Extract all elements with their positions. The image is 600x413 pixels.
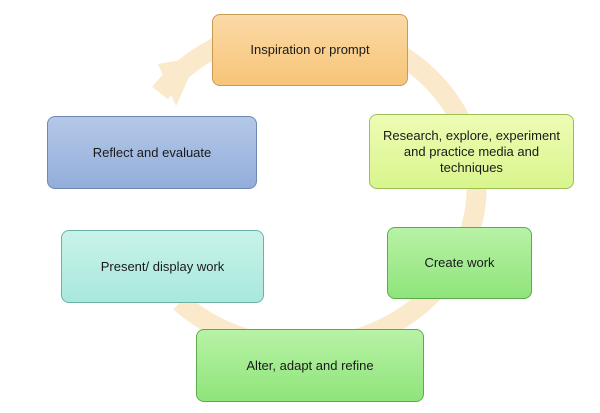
node-create: Create work — [387, 227, 532, 299]
node-research-label: Research, explore, experiment and practi… — [382, 127, 561, 175]
node-present-label: Present/ display work — [100, 258, 225, 274]
node-inspiration: Inspiration or prompt — [212, 14, 408, 86]
node-reflect-label: Reflect and evaluate — [92, 144, 212, 160]
node-alter: Alter, adapt and refine — [196, 329, 424, 402]
node-present: Present/ display work — [61, 230, 264, 303]
cycle-arrow-head-icon — [158, 57, 198, 106]
node-research: Research, explore, experiment and practi… — [369, 114, 574, 189]
node-inspiration-label: Inspiration or prompt — [250, 42, 370, 57]
node-reflect: Reflect and evaluate — [47, 116, 257, 189]
node-create-label: Create work — [424, 255, 495, 270]
node-alter-label: Alter, adapt and refine — [246, 357, 374, 373]
